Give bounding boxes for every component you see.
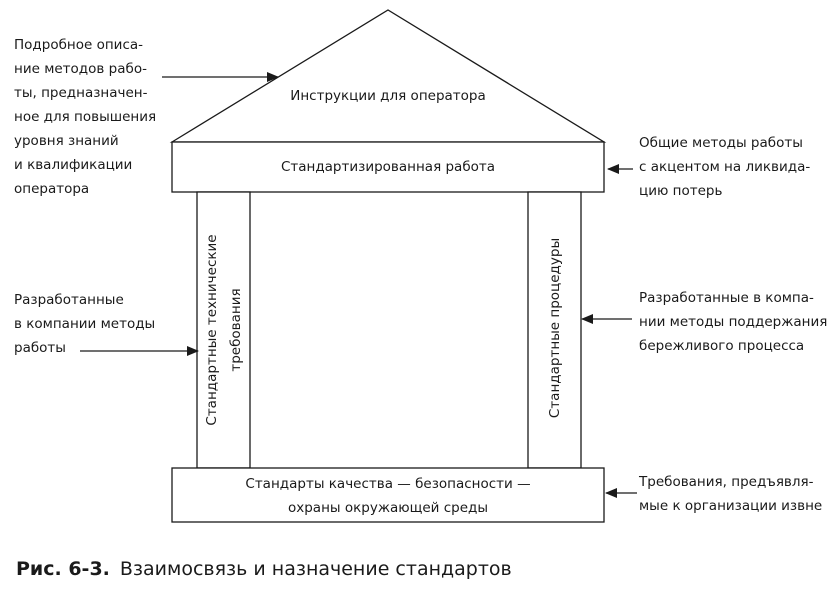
caption-title: Взаимосвязь и назначение стандартов xyxy=(119,558,512,580)
right-pillar-label: Стандартные процедуры xyxy=(547,237,563,419)
left-top-note-line: уровня знаний xyxy=(14,133,119,149)
right-mid-note-line: бережливого процесса xyxy=(639,338,805,354)
right-mid-note-line: Разработанные в компа- xyxy=(639,290,814,306)
right-bottom-note: Требования, предъявля- мые к организации… xyxy=(639,470,822,518)
left-mid-note-line: в компании методы xyxy=(14,316,156,332)
base-line-1: Стандарты качества — безопасности — xyxy=(245,476,531,492)
left-top-note: Подробное описа- ние методов рабо- ты, п… xyxy=(14,33,156,201)
left-top-note-line: оператора xyxy=(14,181,90,197)
left-top-note-line: и квалификации xyxy=(14,157,133,173)
right-bottom-note-line: Требования, предъявля- xyxy=(639,474,814,490)
caption-number: Рис. 6-3. xyxy=(16,558,110,580)
beam-label: Стандартизированная работа xyxy=(280,159,496,175)
right-mid-note-line: нии методы поддержания xyxy=(639,314,828,330)
left-pillar-line-1: Стандартные технические xyxy=(204,234,220,426)
base-label: Стандарты качества — безопасности — охра… xyxy=(172,472,604,520)
left-top-note-line: ты, предназначен- xyxy=(14,85,148,101)
left-pillar-label: Стандартные технические требования xyxy=(200,205,248,455)
figure-caption: Рис. 6-3. Взаимосвязь и назначение станда… xyxy=(16,558,512,580)
left-pillar xyxy=(196,191,251,469)
roof-label: Инструкции для оператора xyxy=(290,88,486,104)
right-top-note-line: с акцентом на ликвида- xyxy=(639,159,811,175)
right-bottom-note-line: мые к организации извне xyxy=(639,498,823,514)
right-mid-note: Разработанные в компа- нии методы поддер… xyxy=(639,286,827,358)
left-mid-note-line: работы xyxy=(14,340,66,356)
roof-triangle xyxy=(169,9,607,143)
right-top-note-line: цию потерь xyxy=(639,183,723,199)
left-top-note-line: Подробное описа- xyxy=(14,37,144,53)
base-line-2: охраны окружающей среды xyxy=(287,500,488,516)
right-top-note: Общие методы работы с акцентом на ликвид… xyxy=(639,131,810,203)
left-pillar-line-2: требования xyxy=(228,288,244,372)
base-box xyxy=(171,467,605,523)
beam-box xyxy=(171,141,605,193)
left-mid-note-line: Разработанные xyxy=(14,292,124,308)
left-top-note-line: ное для повышения xyxy=(14,109,157,125)
left-mid-note: Разработанные в компании методы работы xyxy=(14,288,155,360)
left-top-note-line: ние методов рабо- xyxy=(14,61,147,77)
right-top-note-line: Общие методы работы xyxy=(639,135,803,151)
